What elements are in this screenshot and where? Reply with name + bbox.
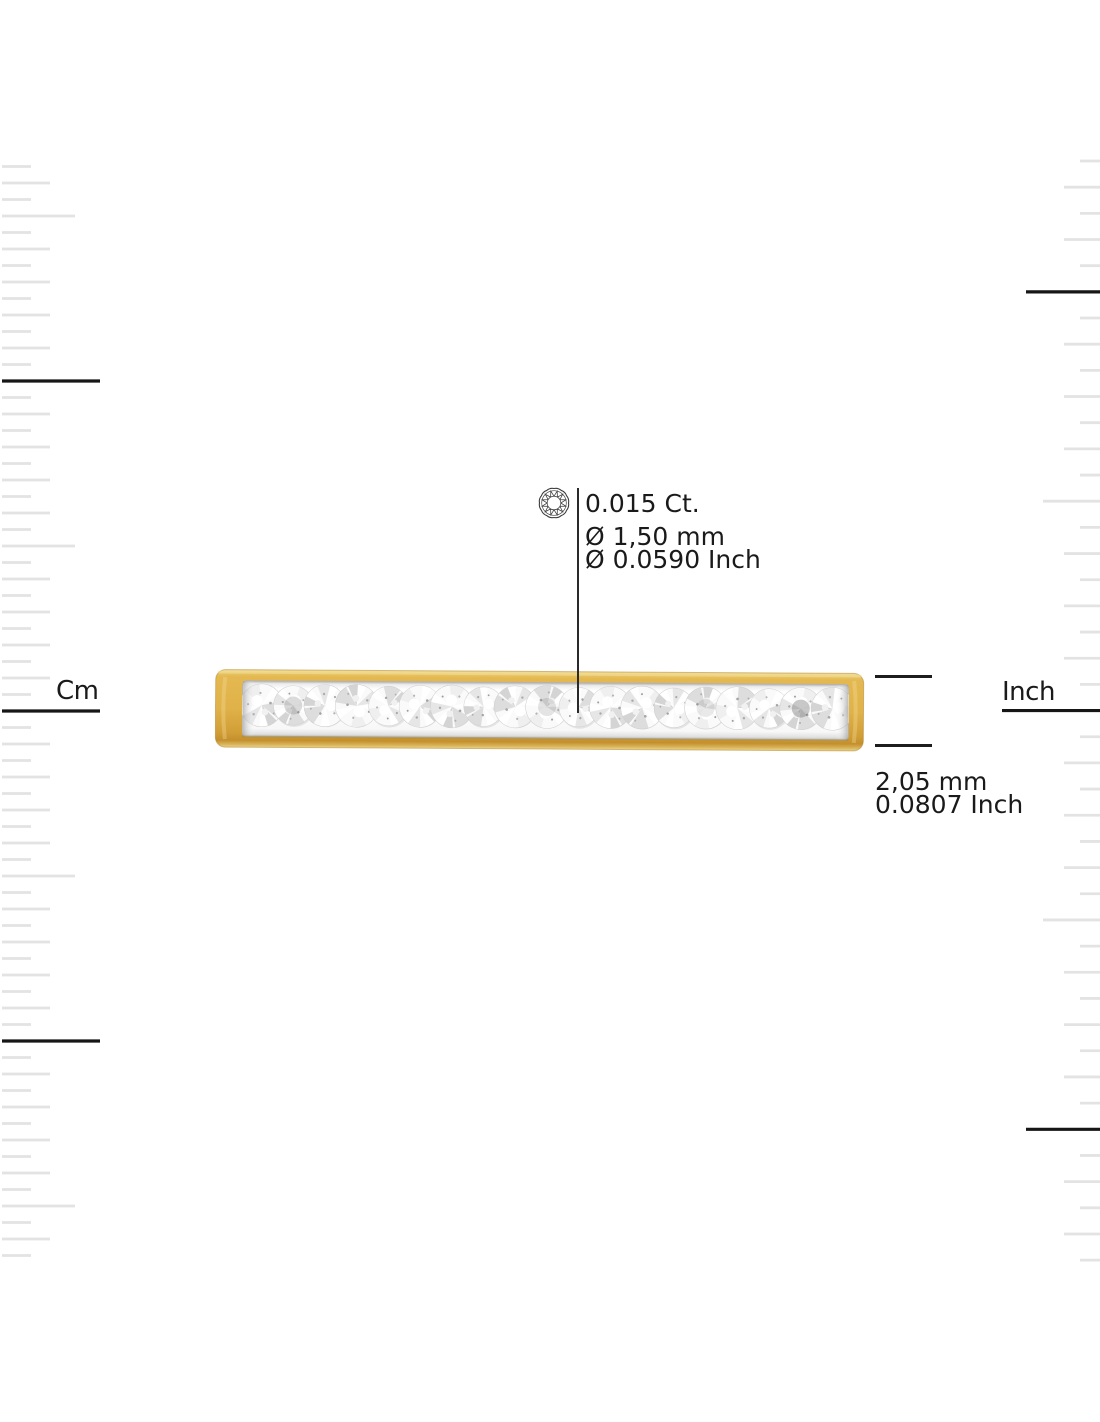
stone-diameter-label: Ø 1,50 mm Ø 0.0590 Inch: [585, 521, 761, 574]
stone-diameter-inch: Ø 0.0590 Inch: [585, 545, 761, 574]
cm-ruler: [2, 165, 100, 1257]
band-width-line-bottom: [875, 744, 932, 747]
stone-carat-label: 0.015 Ct.: [585, 489, 700, 518]
cm-ruler-label: Cm: [56, 676, 99, 706]
inch-ruler-label: Inch: [1002, 677, 1055, 707]
inch-ruler: [1002, 159, 1100, 1262]
stone-callout-line: [576, 488, 579, 713]
band-width-label: 2,05 mm 0.0807 Inch: [875, 766, 1024, 819]
band-width-line-top: [875, 675, 932, 678]
band-width-mm: 2,05 mm: [875, 766, 988, 796]
stone-diameter-mm: Ø 1,50 mm: [585, 521, 725, 551]
band-width-inch: 0.0807 Inch: [875, 789, 1024, 819]
ring-photo: [214, 669, 865, 752]
diamond-top-view-icon: [538, 487, 570, 519]
